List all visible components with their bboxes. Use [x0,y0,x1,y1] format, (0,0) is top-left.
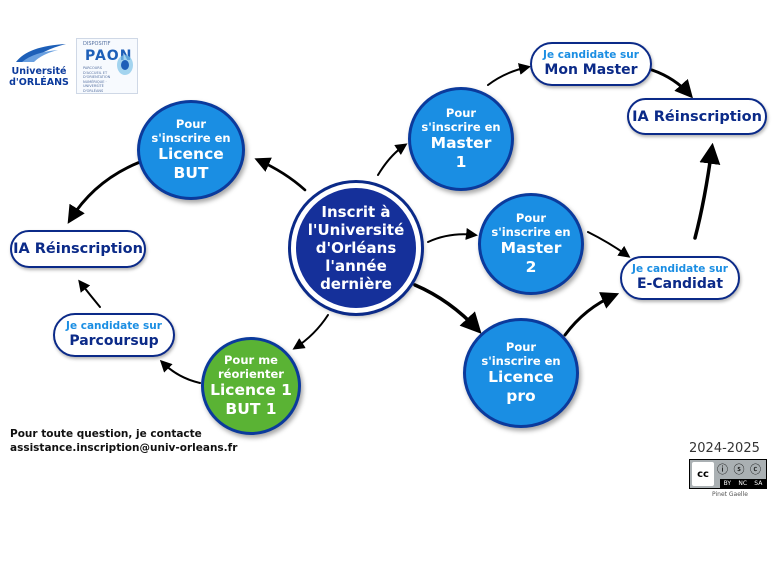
paon-logo: DISPOSITIF PAON PARCOURS D'ACCUEIL ET D'… [76,38,138,94]
arrow-licence-but-to-ia-left [67,160,142,224]
reorient-big-1: Licence 1 [210,381,292,399]
node-master1: Pour s'inscrire en Master 1 [408,87,514,191]
parcoursup-big: Parcoursup [69,333,159,349]
arrow-center-to-master1 [377,143,408,176]
licence-but-big-2: BUT [173,164,209,182]
university-logo: Université d'ORLÉANS [8,40,70,92]
center-line-3: d'Orléans [315,239,397,257]
university-logo-line1: Université [11,66,67,77]
master1-big-1: Master [430,134,492,152]
pill-mon-master: Je candidate sur Mon Master [530,42,652,86]
center-line-4: l'année [325,257,387,275]
parcoursup-small: Je candidate sur [66,320,162,332]
cc-attribution-icons: ⓘ ⓢ ⓒ [717,463,762,476]
ia-left-label: IA Réinscription [13,241,143,257]
arrow-master1-to-mon-master [487,63,531,86]
academic-year: 2024-2025 [689,441,760,456]
center-line-2: l'Université [307,221,405,239]
reorient-small-1: Pour me [224,353,278,367]
master2-small-2: s'inscrire en [491,225,571,239]
arrow-master2-to-ecandidat [587,231,631,258]
licence-pro-small-1: Pour [505,340,537,354]
licence-but-small-2: s'inscrire en [151,131,231,145]
arrow-ecandidat-to-ia-right [693,142,721,240]
arrow-mon-master-to-ia-right [650,68,693,99]
mon-master-big: Mon Master [544,62,638,78]
master2-big-1: Master [500,239,562,257]
pill-ia-reinscription-left: IA Réinscription [10,230,146,268]
contact-line-1: Pour toute question, je contacte [10,428,202,440]
author-credit: Pinet Gaelle [712,491,748,498]
paon-logo-top: DISPOSITIF [83,41,111,47]
pill-parcoursup: Je candidate sur Parcoursup [53,313,175,357]
center-line-1: Inscrit à [321,203,391,221]
master2-small-1: Pour [515,211,547,225]
arrow-reorient-to-parcoursup [159,359,201,384]
university-logo-line2: d'ORLÉANS [9,77,69,88]
center-node: Inscrit à l'Université d'Orléans l'année… [291,183,421,313]
licence-pro-small-2: s'inscrire en [481,354,561,368]
licence-but-small-1: Pour [175,117,207,131]
cc-label-by: BY [723,480,732,487]
mon-master-small: Je candidate sur [543,49,639,61]
paon-logo-sub: PARCOURS D'ACCUEIL ET D'ORIENTATION NUMÉ… [83,66,111,93]
ecandidat-small: Je candidate sur [632,263,728,275]
licence-pro-big-1: Licence [488,368,554,386]
ia-right-label: IA Réinscription [632,108,762,125]
master1-small-1: Pour [445,106,477,120]
peacock-feather-icon [117,55,133,75]
ecandidat-big: E-Candidat [636,276,724,292]
reorient-small-2: réorienter [218,367,284,381]
master1-big-2: 1 [455,153,467,171]
licence-but-big-1: Licence [158,145,224,163]
arrow-center-to-licence-pro [413,283,482,334]
cc-icon: cc [692,462,714,486]
arrow-center-to-master2 [427,227,478,243]
university-wing-icon [16,44,66,62]
reorient-big-2: BUT 1 [225,400,277,418]
arrow-parcoursup-to-ia-left [78,279,101,308]
arrow-center-to-reorient [292,314,329,350]
node-reorient: Pour me réorienter Licence 1 BUT 1 [201,337,301,435]
cc-license-badge: cc ⓘ ⓢ ⓒ BY NC SA [689,459,767,489]
center-line-5: dernière [320,275,392,293]
master2-big-2: 2 [525,258,537,276]
cc-label-nc: NC [738,480,748,487]
arrow-center-to-licence-but [254,157,307,192]
node-master2: Pour s'inscrire en Master 2 [478,193,584,295]
contact-info: Pour toute question, je contacte assista… [10,427,237,455]
contact-email[interactable]: assistance.inscription@univ-orleans.fr [10,442,238,454]
master1-small-2: s'inscrire en [421,120,501,134]
pill-ia-reinscription-right: IA Réinscription [627,98,767,135]
cc-labels: BY NC SA [720,479,766,488]
cc-label-sa: SA [754,480,763,487]
licence-pro-big-2: pro [506,387,536,405]
arrow-licence-pro-to-ecandidat [563,292,620,337]
node-licence-pro: Pour s'inscrire en Licence pro [463,318,579,428]
pill-ecandidat: Je candidate sur E-Candidat [620,256,740,300]
node-licence-but: Pour s'inscrire en Licence BUT [137,100,245,200]
